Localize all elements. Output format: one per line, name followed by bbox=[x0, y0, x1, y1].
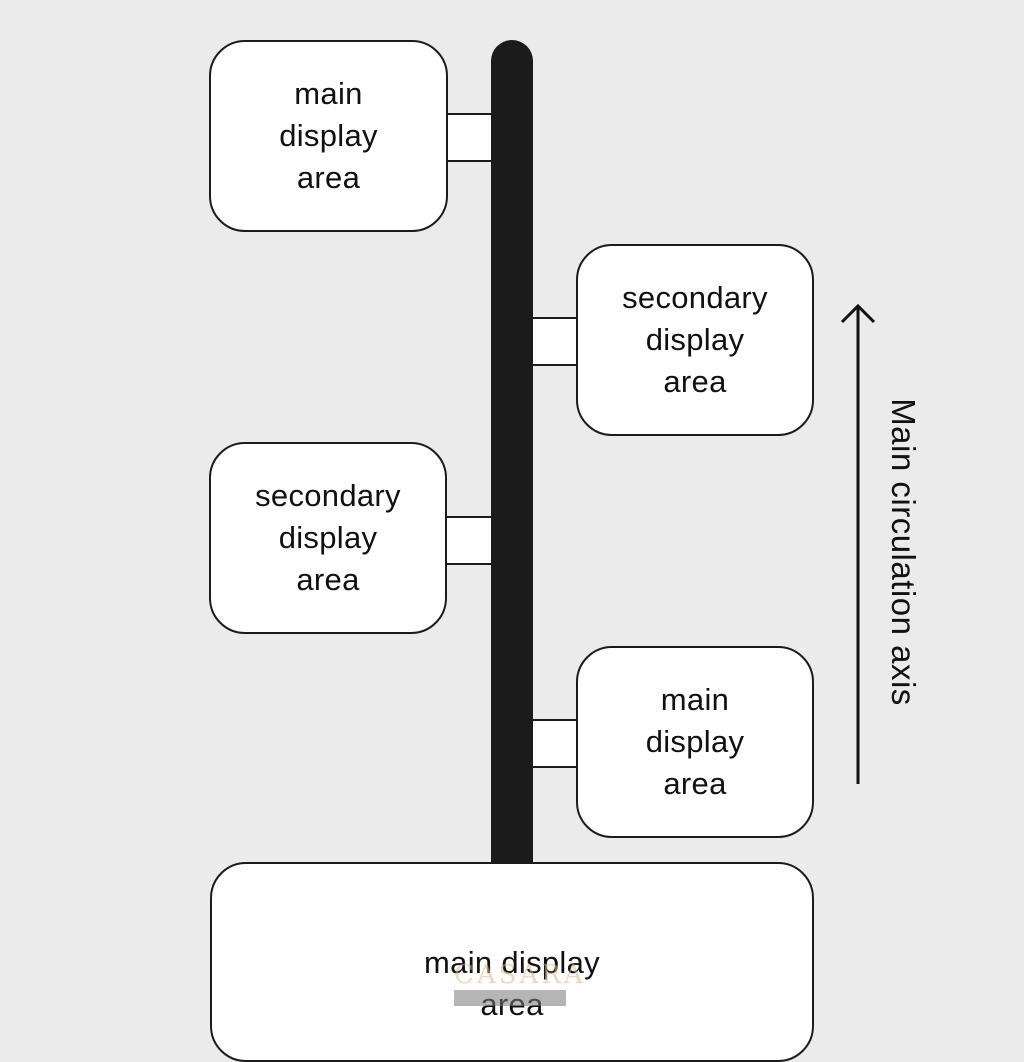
exhibition-layout-diagram: main display area secondary display area… bbox=[209, 40, 922, 1062]
area-box-lower-left: secondary display area bbox=[209, 442, 447, 634]
area-label-lower-left: secondary display area bbox=[255, 478, 401, 597]
connector-upper-right bbox=[531, 317, 579, 366]
connector-top-left bbox=[445, 113, 493, 162]
circulation-axis-label: Main circulation axis bbox=[885, 398, 922, 706]
arrow-up-icon bbox=[840, 303, 876, 784]
area-label-bottom: main display area bbox=[424, 945, 600, 1022]
area-box-bottom: main display area bbox=[210, 862, 814, 1062]
area-label-top-left: main display area bbox=[279, 76, 378, 195]
area-box-upper-right: secondary display area bbox=[576, 244, 814, 436]
connector-lower-right bbox=[531, 719, 579, 768]
area-box-top-left: main display area bbox=[209, 40, 448, 232]
area-label-upper-right: secondary display area bbox=[622, 280, 768, 399]
connector-lower-left bbox=[445, 516, 493, 565]
area-label-lower-right: main display area bbox=[645, 682, 745, 801]
area-box-lower-right: main display area bbox=[576, 646, 814, 838]
circulation-axis-bar bbox=[491, 40, 533, 876]
